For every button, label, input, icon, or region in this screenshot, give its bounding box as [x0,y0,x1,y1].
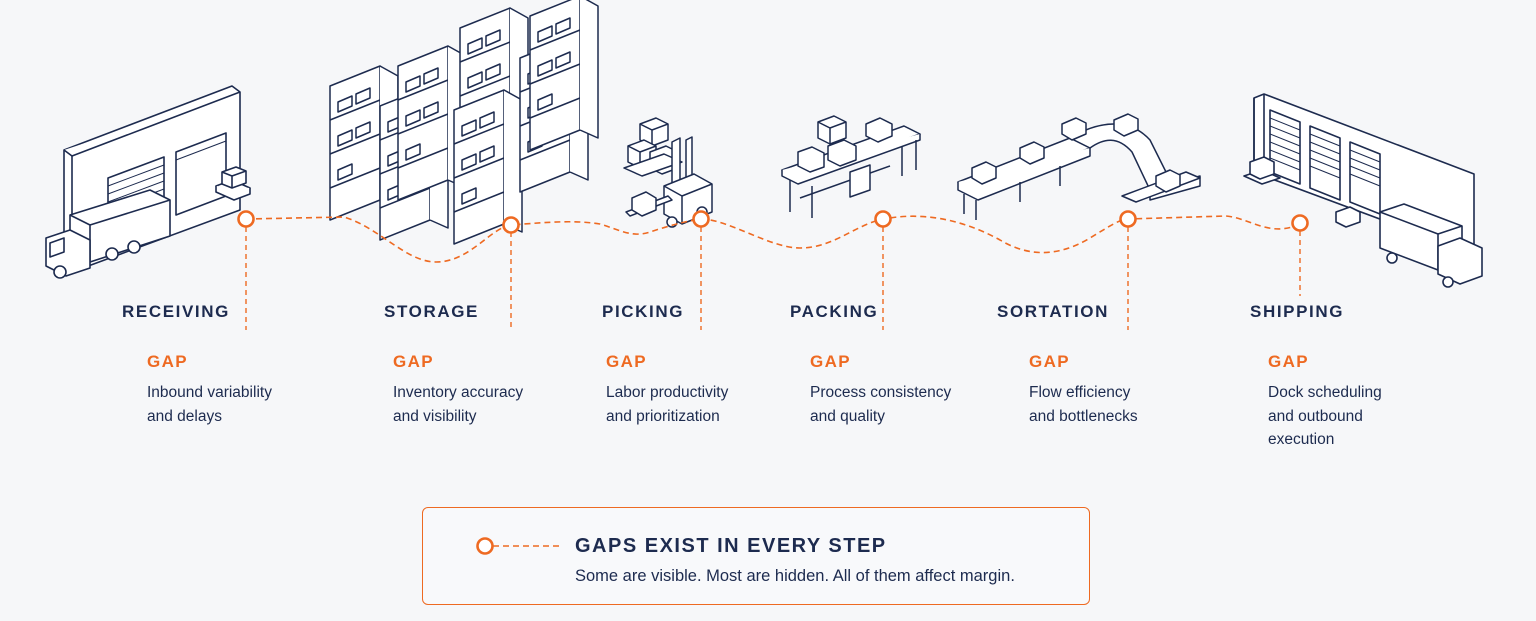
stage-title: SORTATION [997,302,1109,321]
callout-text: Some are visible. Most are hidden. All o… [575,567,1015,585]
stage-title: PACKING [790,302,879,321]
gap-marker-icon [476,537,561,555]
shipping-dock-illustration [1243,93,1483,288]
gap-marker-sortation [1119,210,1137,228]
gap-marker-shipping [1291,214,1309,232]
stage-title: PICKING [602,302,685,321]
gap-label: GAP [606,352,648,371]
packing-table-illustration [781,115,921,218]
shelving-racks-illustration [329,0,599,245]
truck-dock-illustration [45,85,251,279]
gap-label: GAP [147,352,189,371]
stage-title: RECEIVING [122,302,230,321]
gap-marker-receiving [237,210,255,228]
gap-label: GAP [393,352,435,371]
gap-marker-packing [874,210,892,228]
flow-line [245,215,1301,263]
gap-marker-picking [692,210,710,228]
leader-lines [245,227,1301,330]
callout-box: GAPS EXIST IN EVERY STEP Some are visibl… [422,507,1090,605]
gap-markers [237,210,1309,234]
gap-label: GAP [1029,352,1071,371]
callout-title: GAPS EXIST IN EVERY STEP [575,535,887,557]
stage-title: SHIPPING [1250,302,1345,321]
gap-label: GAP [1268,352,1310,371]
conveyor-illustration [957,113,1201,220]
gap-label: GAP [810,352,852,371]
stage-title: STORAGE [384,302,479,321]
gap-marker-storage [502,216,520,234]
